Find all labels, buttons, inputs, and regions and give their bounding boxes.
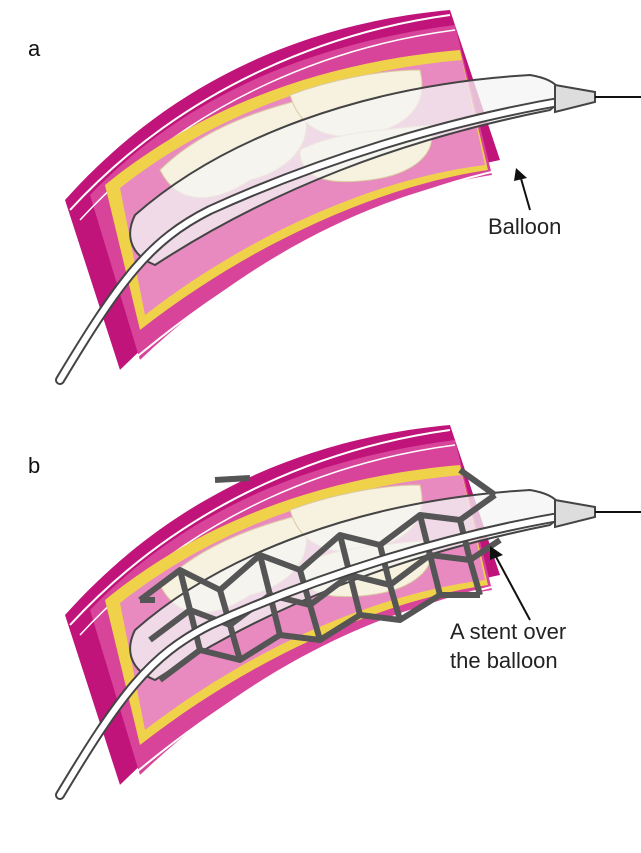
panel-a-label: a [28, 38, 40, 60]
stent-callout-line-2: the balloon [450, 647, 566, 676]
balloon-callout: Balloon [488, 213, 561, 242]
stent-callout: A stent over the balloon [450, 618, 566, 675]
stent-callout-line-1: A stent over [450, 618, 566, 647]
panel-a-illustration [60, 10, 641, 395]
panel-b-label: b [28, 455, 40, 477]
balloon-callout-line: Balloon [488, 213, 561, 242]
catheter-tip [555, 85, 595, 112]
catheter-tip [555, 500, 595, 527]
